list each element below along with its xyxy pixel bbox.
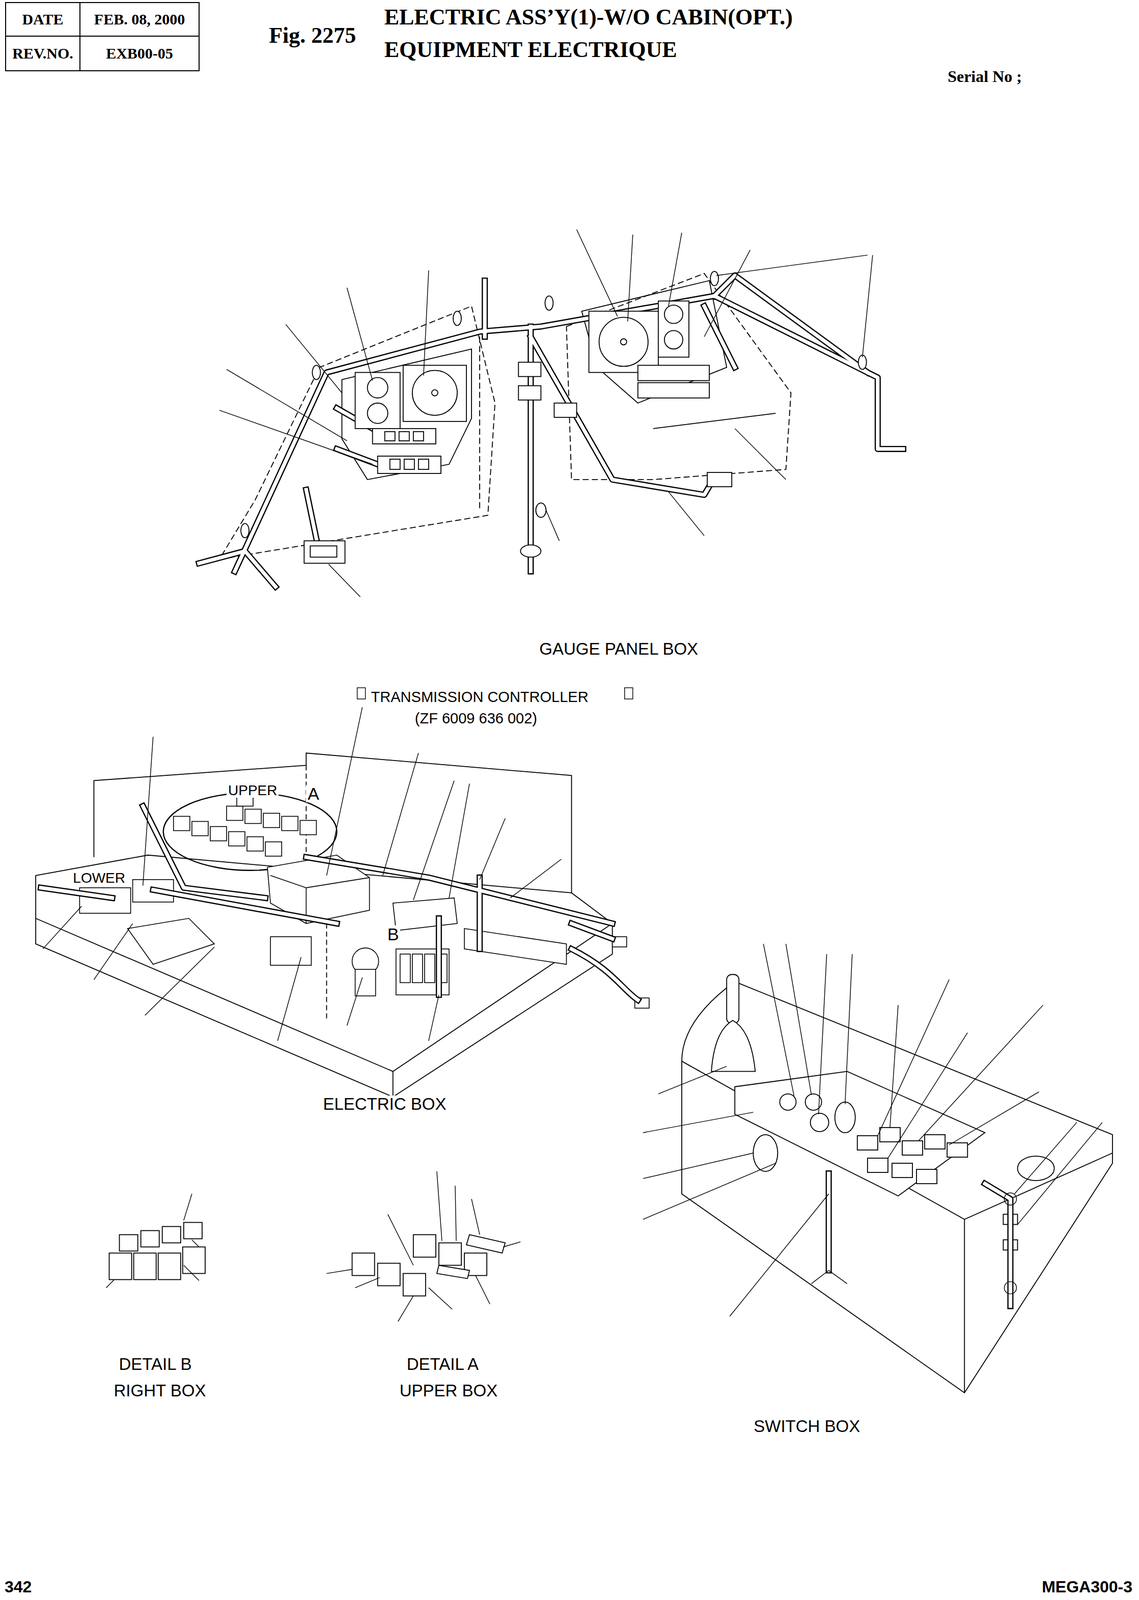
area-label: UPPER bbox=[226, 783, 279, 798]
section-label: UPPER BOX bbox=[398, 1382, 500, 1400]
table-cell: DATE bbox=[5, 2, 81, 37]
table-cell: FEB. 08, 2000 bbox=[79, 2, 200, 37]
part-number: (ZF 6009 636 002) bbox=[413, 711, 539, 727]
section-label: GAUGE PANEL BOX bbox=[537, 640, 700, 658]
section-label: DETAIL A bbox=[405, 1355, 481, 1373]
section-label: SWITCH BOX bbox=[752, 1418, 862, 1435]
detail-marker: B bbox=[385, 925, 401, 943]
figure-subtitle: EQUIPMENT ELECTRIQUE bbox=[382, 38, 679, 62]
detail-marker: A bbox=[306, 785, 321, 803]
section-label: DETAIL B bbox=[117, 1355, 194, 1373]
cell-text: EXB00-05 bbox=[105, 45, 174, 62]
figure-title: ELECTRIC ASS’Y(1)-W/O CABIN(OPT.) bbox=[382, 6, 795, 29]
serial-note: Serial No ; bbox=[946, 68, 1024, 85]
table-cell: EXB00-05 bbox=[79, 35, 200, 72]
table-cell: REV.NO. bbox=[5, 35, 81, 72]
section-label: RIGHT BOX bbox=[112, 1382, 208, 1400]
area-label: LOWER bbox=[71, 871, 127, 886]
document-code: MEGA300-3 bbox=[1040, 1578, 1134, 1596]
part-name: TRANSMISSION CONTROLLER bbox=[369, 689, 591, 705]
cell-text: FEB. 08, 2000 bbox=[94, 11, 185, 27]
figure-number: Fig. 2275 bbox=[267, 24, 358, 47]
cell-text: DATE bbox=[21, 11, 64, 27]
section-label: ELECTRIC BOX bbox=[321, 1095, 448, 1113]
cell-text: REV.NO. bbox=[12, 45, 73, 62]
page-number: 342 bbox=[3, 1578, 34, 1596]
